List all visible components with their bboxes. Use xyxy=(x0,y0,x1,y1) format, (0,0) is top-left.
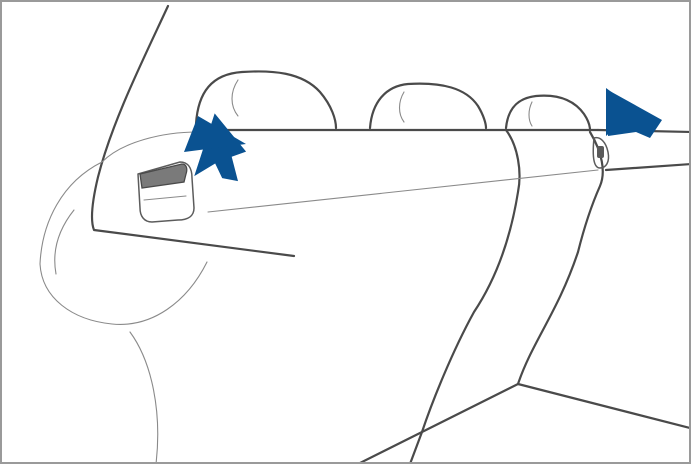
headrest-middle-detail xyxy=(398,91,405,123)
headrest-left-detail xyxy=(231,79,239,117)
headrest-left xyxy=(194,70,338,130)
right-release-button-core xyxy=(597,146,604,158)
headrest-right xyxy=(504,94,592,132)
right-release-button-arrow-head xyxy=(606,88,636,136)
headrest-right-detail xyxy=(528,101,533,127)
seatback-seam xyxy=(207,169,599,213)
door-trim-inner xyxy=(54,209,75,275)
seatback-split-right xyxy=(516,130,604,386)
right-side-trim-bottom xyxy=(604,163,689,172)
seatback-split-left xyxy=(409,128,521,462)
release-handle-recess xyxy=(143,195,187,201)
cushion-front-edge xyxy=(516,382,689,429)
cushion-lower-edge xyxy=(359,382,520,462)
right-release-button xyxy=(592,136,610,169)
left-release-handle-arrow-head xyxy=(184,116,246,152)
lower-door-line xyxy=(129,331,159,462)
headrest-middle xyxy=(368,82,488,130)
door-trim-panel xyxy=(39,131,208,325)
release-handle-housing xyxy=(137,161,195,223)
door-pillar-outline xyxy=(90,4,296,258)
release-handle-grip xyxy=(139,163,188,189)
